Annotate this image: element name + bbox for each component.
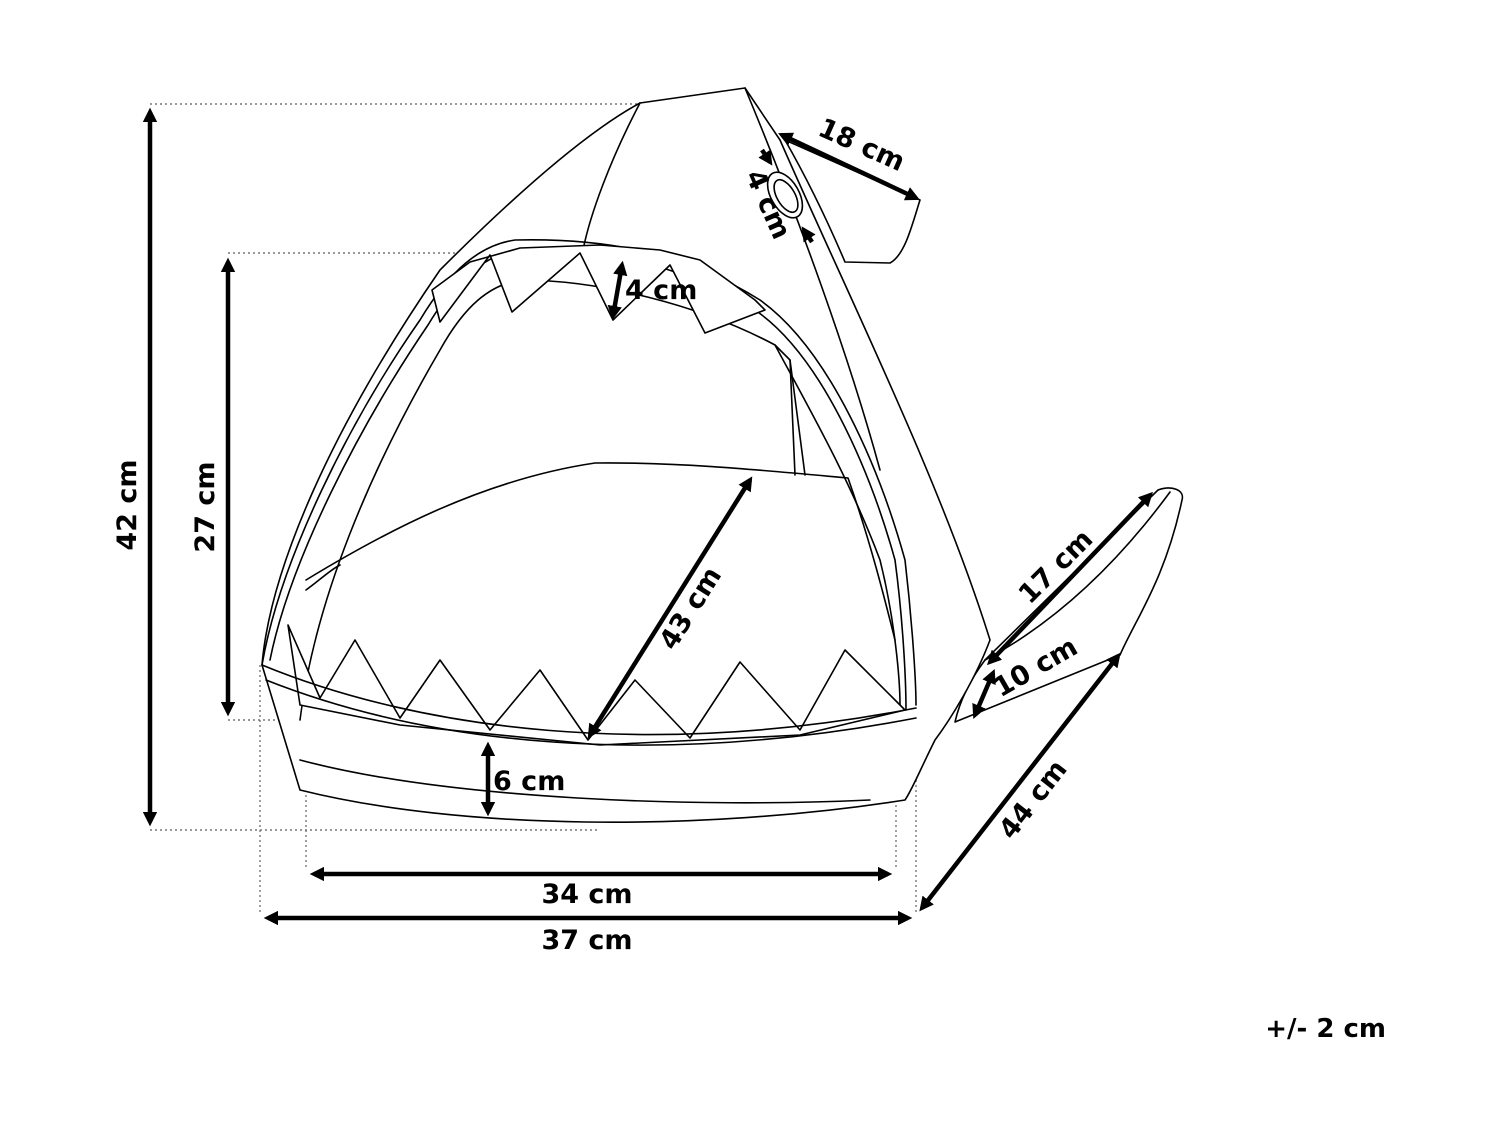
eye-diameter-arrow-bottom bbox=[801, 226, 816, 244]
tooth-height-label: 4 cm bbox=[625, 275, 697, 306]
upper-teeth bbox=[431, 244, 766, 334]
side-depth-arrow bbox=[919, 652, 1121, 912]
depth-diagonal-arrow bbox=[587, 476, 753, 739]
fin-length-arrow bbox=[778, 132, 920, 201]
tail-length-arrow bbox=[987, 491, 1153, 666]
tolerance-note: +/- 2 cm bbox=[1265, 1014, 1386, 1044]
outer-width-label: 37 cm bbox=[541, 925, 632, 956]
dimension-arrows bbox=[142, 107, 1153, 926]
total-height-label: 42 cm bbox=[112, 459, 143, 550]
rim-height-label: 6 cm bbox=[493, 766, 565, 797]
opening-height-label: 27 cm bbox=[190, 461, 221, 552]
tooth-height-arrow bbox=[607, 260, 628, 321]
shark-body bbox=[261, 87, 991, 823]
inner-width-label: 34 cm bbox=[541, 879, 632, 910]
eye-diameter-arrow-top bbox=[758, 148, 773, 166]
shark-bed-illustration bbox=[261, 87, 1184, 823]
